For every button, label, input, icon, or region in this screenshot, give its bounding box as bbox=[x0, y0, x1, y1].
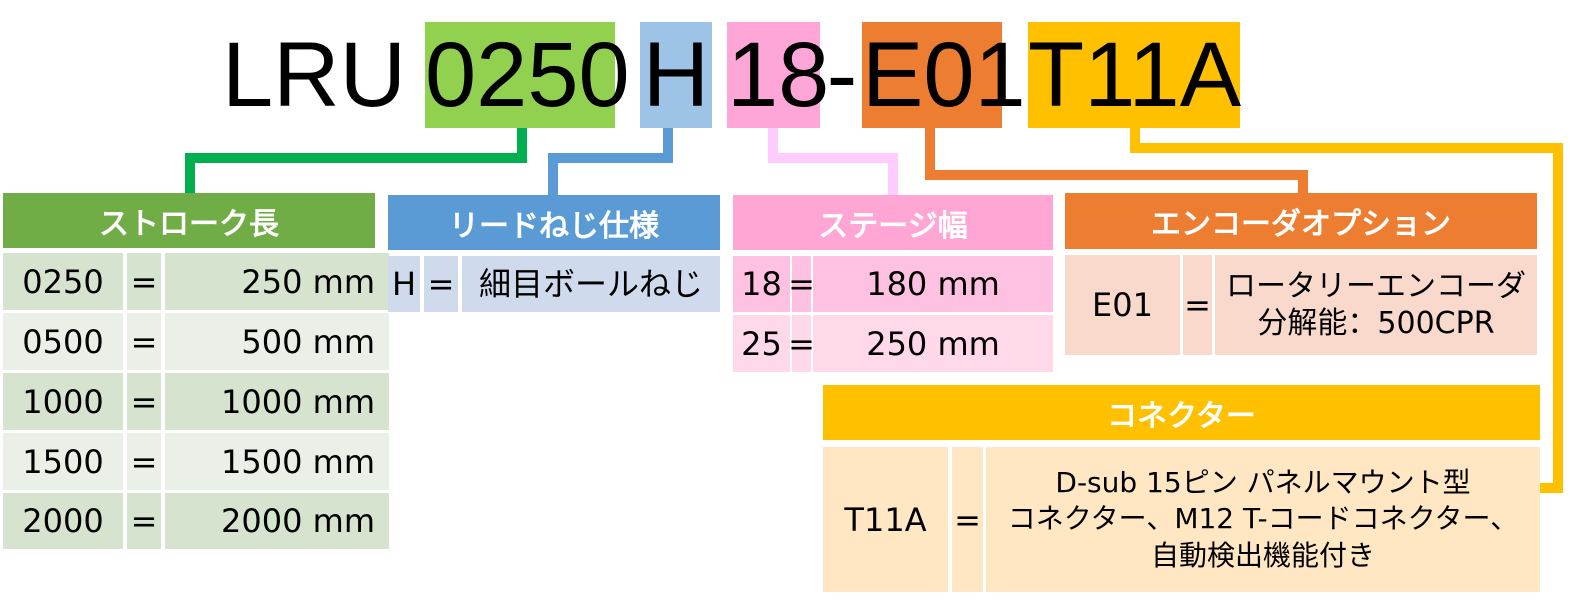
stroke-code: 2000 bbox=[3, 493, 123, 549]
connector-line-connector bbox=[1130, 143, 1563, 153]
stroke-value: 1000 mm bbox=[165, 373, 389, 430]
connector-line-connector bbox=[1553, 143, 1563, 493]
stroke-header: ストローク長 bbox=[3, 193, 375, 248]
connector-line-stage bbox=[768, 153, 898, 163]
connector-line-stroke bbox=[185, 153, 195, 193]
stroke-code: 0500 bbox=[3, 313, 123, 370]
code-stroke: 0250 bbox=[425, 22, 630, 128]
connector-line-stage bbox=[888, 153, 898, 195]
connector-line-stroke bbox=[517, 128, 527, 163]
stroke-eq: = bbox=[127, 253, 161, 310]
connector-value: D-sub 15ピン パネルマウント型 コネクター、M12 T-コードコネクター… bbox=[986, 447, 1540, 592]
connector-line-lead bbox=[548, 153, 558, 195]
lead-eq: = bbox=[424, 256, 458, 312]
code-stage: 18 bbox=[727, 22, 830, 128]
lead-code: H bbox=[388, 256, 420, 312]
stroke-eq: = bbox=[127, 433, 161, 490]
encoder-value: ロータリーエンコーダ 分解能：500CPR bbox=[1215, 255, 1537, 355]
stage-code: 18 bbox=[733, 256, 790, 312]
encoder-value-line: ロータリーエンコーダ bbox=[1226, 268, 1526, 304]
code-prefix: LRU bbox=[222, 24, 407, 126]
connector-line-stage bbox=[768, 128, 778, 163]
lead-header: リードねじ仕様 bbox=[388, 195, 720, 250]
connector-line-encoder bbox=[925, 170, 1308, 180]
connector-line-stroke bbox=[185, 153, 527, 163]
stroke-value: 250 mm bbox=[165, 253, 389, 310]
connector-value-line: 自動検出機能付き bbox=[1150, 538, 1375, 572]
connector-value-line: コネクター、M12 T-コードコネクター、 bbox=[1007, 502, 1519, 536]
stroke-code: 0250 bbox=[3, 253, 123, 310]
stage-value: 250 mm bbox=[813, 315, 1053, 372]
code-encoder: E01 bbox=[862, 22, 1026, 128]
connector-line-encoder bbox=[925, 128, 935, 180]
stroke-eq: = bbox=[127, 313, 161, 370]
connector-eq: = bbox=[952, 447, 983, 592]
encoder-code: E01 bbox=[1065, 255, 1180, 355]
connector-line-lead bbox=[548, 153, 673, 163]
stage-eq: = bbox=[788, 256, 815, 312]
connector-line-connector bbox=[1540, 483, 1563, 493]
connector-code: T11A bbox=[823, 447, 948, 592]
code-connector: T11A bbox=[1028, 22, 1242, 128]
encoder-value-line: 分解能：500CPR bbox=[1257, 306, 1495, 341]
encoder-eq: = bbox=[1183, 255, 1212, 355]
stroke-value: 500 mm bbox=[165, 313, 389, 370]
stroke-eq: = bbox=[127, 373, 161, 430]
stage-header: ステージ幅 bbox=[733, 195, 1053, 250]
stage-code: 25 bbox=[733, 315, 790, 372]
connector-line-lead bbox=[663, 128, 673, 163]
stroke-value: 1500 mm bbox=[165, 433, 389, 490]
connector-line-encoder bbox=[1298, 170, 1308, 193]
connector-header: コネクター bbox=[823, 385, 1540, 440]
stage-eq: = bbox=[788, 315, 815, 372]
encoder-header: エンコーダオプション bbox=[1065, 193, 1537, 249]
connector-line-connector bbox=[1130, 128, 1140, 153]
stroke-eq: = bbox=[127, 493, 161, 549]
code-lead: H bbox=[640, 22, 712, 128]
stroke-code: 1000 bbox=[3, 373, 123, 430]
stroke-value: 2000 mm bbox=[165, 493, 389, 549]
stage-value: 180 mm bbox=[813, 256, 1053, 312]
lead-value: 細目ボールねじ bbox=[462, 256, 720, 312]
code-dash: - bbox=[826, 24, 858, 126]
stroke-code: 1500 bbox=[3, 433, 123, 490]
connector-value-line: D-sub 15ピン パネルマウント型 bbox=[1055, 465, 1471, 499]
